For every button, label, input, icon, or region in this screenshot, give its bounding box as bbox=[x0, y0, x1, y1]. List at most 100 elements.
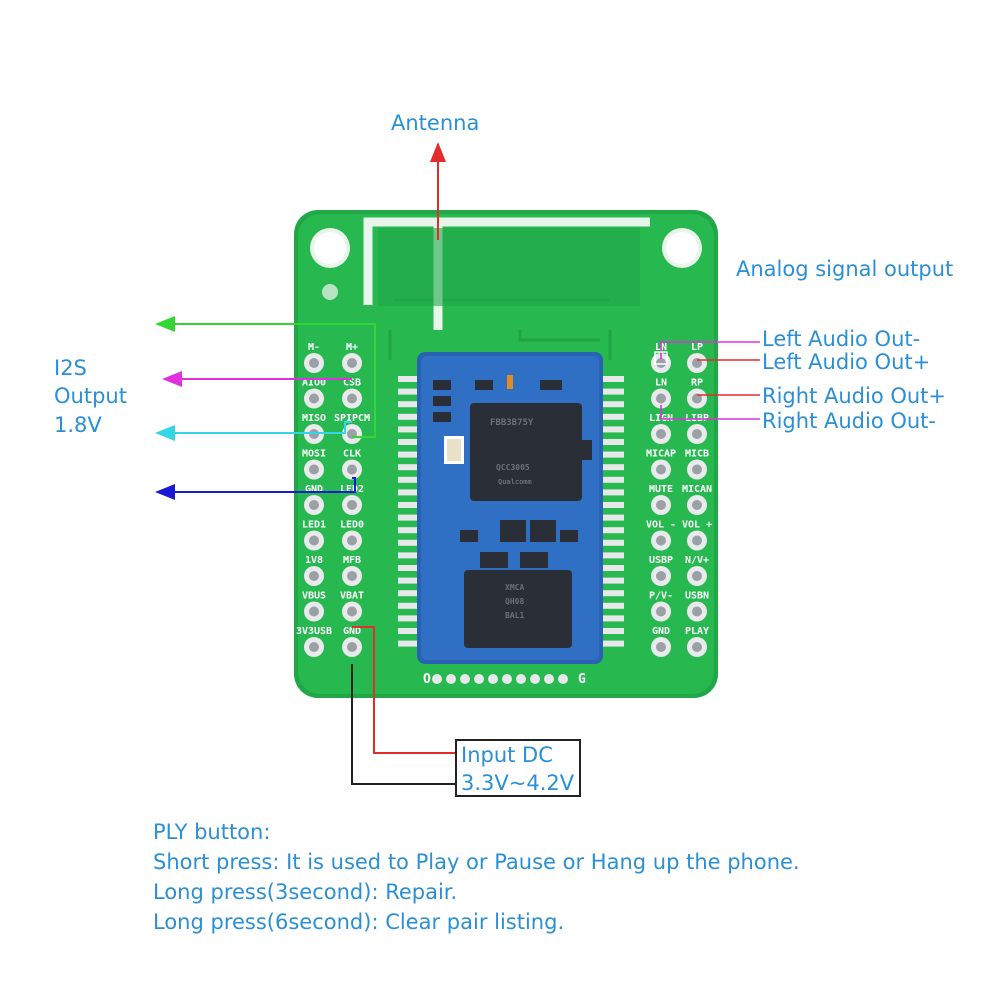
bottom-pad bbox=[530, 674, 540, 684]
module-pad bbox=[398, 401, 420, 408]
header-pin-hole bbox=[692, 571, 702, 581]
input-dc-voltage: 3.3V~4.2V bbox=[461, 771, 575, 795]
note-line: Short press: It is used to Play or Pause… bbox=[153, 850, 800, 874]
i2s-label-line2: Output bbox=[54, 384, 127, 408]
i2s-label-line1: I2S bbox=[54, 356, 87, 380]
module-pad bbox=[398, 552, 420, 559]
header-pin-hole bbox=[347, 571, 357, 581]
bottom-pad bbox=[544, 674, 554, 684]
left-audio-minus-line bbox=[660, 341, 760, 359]
module-pad bbox=[602, 577, 624, 584]
module-pad bbox=[602, 401, 624, 408]
module-pad bbox=[602, 464, 624, 471]
module-pad bbox=[602, 615, 624, 622]
header-pin-hole bbox=[656, 429, 666, 439]
header-pin-hole bbox=[692, 606, 702, 617]
module-pad bbox=[398, 451, 420, 458]
pin-label: USBP bbox=[649, 555, 673, 566]
module-pad bbox=[602, 640, 624, 647]
pin-label: N/V+ bbox=[685, 555, 709, 566]
left-audio-plus-label: Left Audio Out+ bbox=[762, 350, 931, 374]
input-dc-box: Input DC 3.3V~4.2V bbox=[455, 739, 581, 797]
module-pad bbox=[398, 388, 420, 395]
pin-label: VBAT bbox=[340, 591, 364, 602]
note-line: Long press(3second): Repair. bbox=[153, 880, 458, 904]
bottom-pad-label-g: G bbox=[578, 672, 586, 687]
module-pad bbox=[602, 388, 624, 395]
module-pad bbox=[398, 476, 420, 483]
module-pad bbox=[602, 426, 624, 433]
module-pad bbox=[602, 628, 624, 634]
module-pad bbox=[602, 376, 624, 382]
header-pin-hole bbox=[347, 358, 357, 368]
pin-label: LED2 bbox=[340, 484, 364, 495]
module-pad bbox=[398, 502, 420, 508]
module-pad bbox=[398, 602, 420, 609]
pin-label: PLAY bbox=[685, 626, 709, 637]
flash-chip-text-3: BAL1 bbox=[505, 611, 524, 620]
bottom-pad bbox=[558, 674, 568, 684]
pin-label: MICB bbox=[685, 449, 709, 460]
i2s-arrow-blue bbox=[155, 477, 356, 500]
module-pad bbox=[398, 615, 420, 622]
module-pad bbox=[602, 514, 624, 521]
module-pad bbox=[602, 413, 624, 420]
header-pin-hole bbox=[692, 535, 702, 546]
module-pad bbox=[398, 426, 420, 433]
pin-label: LP bbox=[691, 342, 703, 353]
header-pin-hole bbox=[656, 358, 666, 368]
module-pad bbox=[398, 439, 420, 445]
pin-label: GND bbox=[343, 626, 361, 637]
module-pad bbox=[398, 628, 420, 634]
flash-chip-text-2: QH08 bbox=[505, 597, 524, 606]
module-pad bbox=[398, 514, 420, 521]
module-pad bbox=[602, 565, 624, 571]
pin-label: LED1 bbox=[302, 520, 326, 531]
pin-label: RP bbox=[691, 378, 703, 389]
header-pins bbox=[304, 353, 707, 657]
header-pin-hole bbox=[309, 464, 319, 475]
pin-label: VBUS bbox=[302, 591, 326, 602]
left-audio-minus-label: Left Audio Out- bbox=[762, 327, 921, 351]
bottom-pad bbox=[432, 674, 442, 684]
right-audio-minus-line bbox=[660, 405, 760, 420]
bluetooth-module: FBB3B75Y QCC3005 Qualcomm XMCA QH08 BAL1 bbox=[417, 352, 603, 664]
header-pin-hole bbox=[656, 464, 666, 475]
module-pad bbox=[602, 590, 624, 597]
antenna-label: Antenna bbox=[391, 111, 480, 135]
header-pin-hole bbox=[656, 393, 666, 404]
module-pad bbox=[398, 539, 420, 546]
module-pad bbox=[398, 527, 420, 534]
pin-label: MOSI bbox=[302, 449, 326, 460]
pin-label: P/V- bbox=[649, 591, 673, 602]
header-pin-hole bbox=[347, 535, 357, 546]
header-pin-hole bbox=[656, 642, 666, 652]
analog-output-label: Analog signal output bbox=[736, 257, 954, 281]
pin-label: MICAN bbox=[682, 484, 712, 495]
button-notes: PLY button: Short press: It is used to P… bbox=[153, 817, 800, 937]
pin-label: M+ bbox=[346, 342, 358, 353]
header-pin-hole bbox=[692, 393, 702, 404]
bottom-pad bbox=[516, 674, 526, 684]
pin-label: MUTE bbox=[649, 484, 673, 495]
vbat-line bbox=[352, 626, 456, 754]
i2s-label-line3: 1.8V bbox=[54, 413, 102, 437]
header-pin-hole bbox=[347, 393, 357, 404]
pin-label: CLK bbox=[343, 449, 361, 460]
main-chip-text-3: Qualcomm bbox=[498, 478, 532, 486]
pin-label: GND bbox=[652, 626, 670, 637]
header-pin-hole bbox=[309, 606, 319, 617]
header-pin-hole bbox=[309, 500, 319, 510]
header-pin-hole bbox=[347, 606, 357, 617]
module-pad bbox=[602, 489, 624, 496]
header-pin-hole bbox=[309, 535, 319, 546]
pin-label: CSB bbox=[343, 378, 361, 389]
module-pad bbox=[398, 464, 420, 471]
module-pads bbox=[398, 376, 624, 647]
header-pin-hole bbox=[692, 500, 702, 510]
pin-label: MISO bbox=[302, 413, 326, 424]
header-pin-hole bbox=[656, 535, 666, 546]
module-pad bbox=[398, 640, 420, 647]
bottom-pad bbox=[488, 674, 498, 684]
header-pin-hole bbox=[347, 464, 357, 475]
